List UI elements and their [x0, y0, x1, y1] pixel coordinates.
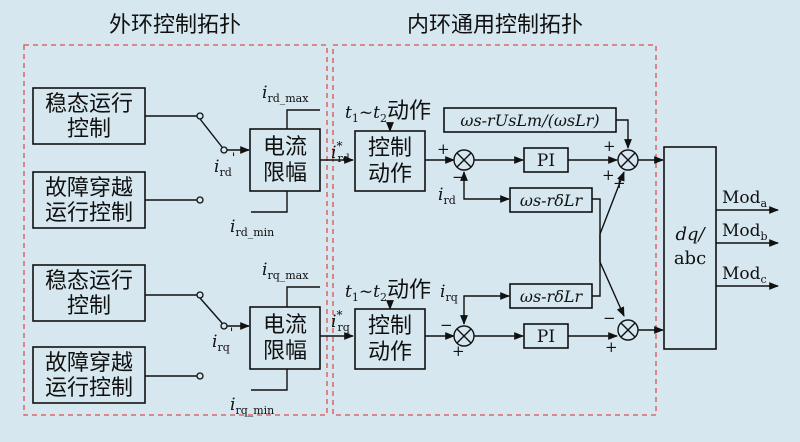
cross-to-d-wire — [592, 171, 625, 297]
min-limit-wire-d — [251, 191, 288, 213]
pi-label-d: PI — [537, 151, 555, 171]
pi-controller-d — [523, 147, 569, 173]
cross-formula-d: ωs-rδLr — [520, 191, 584, 210]
switch-pivot-q — [220, 322, 228, 330]
switch-blade-d — [199, 118, 223, 148]
limiter-label-d-line1: 电流 — [263, 135, 307, 160]
steady-control-label-d-line2: 控制 — [67, 117, 111, 142]
mult-sign-a-d: + — [603, 137, 616, 155]
feedback-wire-d — [460, 171, 470, 200]
cross-formula-q: ωs-rδLr — [520, 287, 584, 306]
outer-loop-title: 外环控制拓扑 — [109, 13, 241, 38]
max-limit-label-q: irq_max — [262, 260, 309, 282]
action-timing-label-d: t1~t2动作 — [345, 99, 431, 125]
control-action-label-d-line2: 动作 — [368, 162, 412, 187]
feedforward-wire-d — [616, 119, 632, 149]
switch-contact-fault-d — [196, 196, 204, 204]
summing-junction-d-cross-b — [456, 152, 472, 168]
steady-control-label-d-line1: 稳态运行 — [45, 92, 133, 117]
inner-loop-region — [332, 44, 657, 416]
transform-label-line2: abc — [674, 248, 706, 269]
min-limit-label-q: irq_min — [230, 395, 274, 417]
max-limit-wire-d — [286, 109, 320, 129]
fault-control-label-d-line2: 运行控制 — [45, 201, 133, 226]
steady-control-label-q-line2: 控制 — [67, 294, 111, 319]
feedback-label-q: irq — [440, 282, 458, 304]
pi-label-q: PI — [537, 327, 555, 347]
fault-control-label-d-line1: 故障穿越 — [45, 176, 133, 201]
control-action-label-d-line1: 控制 — [368, 136, 412, 161]
fault-control-label-q-line1: 故障穿越 — [45, 351, 133, 376]
control-action-label-q-line1: 控制 — [368, 314, 412, 339]
output-label-a: Moda — [722, 188, 768, 210]
steady-control-block-q — [32, 264, 146, 322]
sum-sign-minus-q: − — [440, 316, 453, 334]
limiter-label-d-line2: 限幅 — [263, 161, 307, 186]
cross-coupling-block-d — [509, 187, 593, 213]
switch-output-label-d: ird' — [214, 151, 235, 179]
fault-ride-through-block-d — [32, 171, 146, 229]
reference-label-q: i*rq — [331, 308, 350, 334]
dq-abc-transform-block — [663, 146, 717, 350]
switch-contact-steady-d — [196, 112, 204, 120]
max-limit-label-d: ird_max — [262, 83, 309, 105]
control-action-label-q-line2: 动作 — [368, 340, 412, 365]
sum-sign-plus-d: + — [437, 140, 450, 158]
switch-contact-steady-q — [196, 291, 204, 299]
reference-label-d: i*rd — [331, 139, 350, 165]
limiter-label-q-line1: 电流 — [263, 313, 307, 338]
inner-loop-title: 内环通用控制拓扑 — [407, 13, 583, 38]
sum-sign-minus-d: − — [452, 168, 465, 186]
action-timing-label-q: t1~t2动作 — [345, 278, 431, 304]
steady-control-label-q-line1: 稳态运行 — [45, 269, 133, 294]
switch-pivot-d — [220, 146, 228, 154]
fault-control-label-q-line2: 运行控制 — [45, 376, 133, 401]
summing-junction-q-cross-b — [456, 328, 472, 344]
outer-loop-region — [23, 44, 328, 416]
current-limiter-block-q — [249, 306, 321, 370]
min-limit-label-d: ird_min — [230, 217, 274, 239]
cross-to-q-wire — [592, 198, 625, 317]
output-label-c: Modc — [722, 264, 767, 286]
output-label-b: Modb — [722, 221, 768, 243]
feedforward-formula-d: ωs-rUsLm/(ωsLr) — [460, 111, 599, 130]
feedforward-block-d — [443, 107, 617, 133]
mult-sign-plus-q: + — [605, 338, 618, 356]
switch-output-label-q: irq' — [212, 326, 233, 354]
sum-sign-plus-q: + — [452, 342, 465, 360]
feedback-wire-q — [460, 295, 470, 325]
transform-label-line1: dq/ — [675, 224, 706, 245]
fault-ride-through-block-q — [32, 346, 146, 404]
switch-contact-fault-q — [196, 372, 204, 380]
adder-node-q-cross-b — [620, 322, 636, 338]
max-limit-wire-q — [286, 286, 320, 307]
control-action-block-d — [354, 130, 426, 192]
feedback-label-d: ird — [438, 185, 456, 207]
min-limit-wire-q — [251, 369, 288, 391]
limiter-label-q-line2: 限幅 — [263, 339, 307, 364]
cross-coupling-block-q — [509, 283, 593, 309]
mult-sign-b-d: + — [602, 166, 615, 184]
control-action-block-q — [354, 308, 426, 370]
mult-sign-minus-q: − — [603, 309, 616, 327]
steady-control-block-d — [32, 87, 146, 145]
switch-blade-q — [199, 297, 223, 324]
adder-node-d-cross-b — [620, 152, 636, 168]
